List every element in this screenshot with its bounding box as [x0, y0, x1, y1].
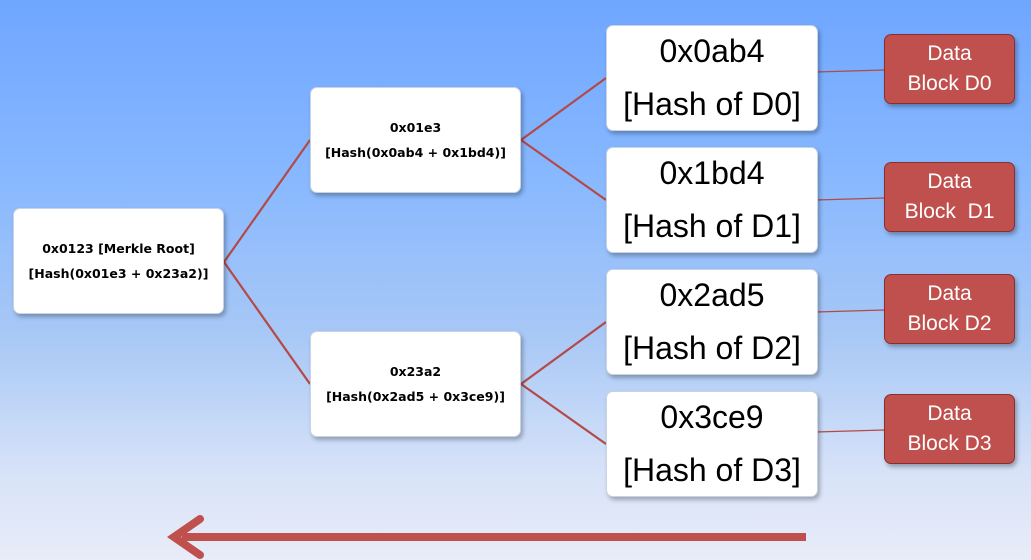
- intermediate-node-0x23a2: 0x23a2 [Hash(0x2ad5 + 0x3ce9)]: [310, 331, 521, 437]
- leaf-hash: 0x1bd4: [659, 155, 765, 191]
- data-block-line1: Data: [927, 402, 972, 425]
- connector-root-to-0x01e3: [223, 139, 311, 263]
- leaf-hash: 0x0ab4: [659, 33, 765, 69]
- leaf-node-0x1bd4: 0x1bd4 [Hash of D1]: [606, 147, 818, 253]
- leaf-node-0x0ab4: 0x0ab4 [Hash of D0]: [606, 25, 818, 131]
- data-block-d0: Data Block D0: [884, 34, 1015, 104]
- merkle-root-node: 0x0123 [Merkle Root] [Hash(0x01e3 + 0x23…: [13, 208, 224, 314]
- connector-0x01e3-to-0x0ab4: [520, 77, 607, 141]
- intermediate-node-0x01e3: 0x01e3 [Hash(0x0ab4 + 0x1bd4)]: [310, 87, 521, 193]
- merkle-root-hash: 0x0123 [Merkle Root]: [42, 241, 195, 256]
- data-block-line1: Data: [927, 282, 972, 305]
- data-block-d1: Data Block D1: [884, 162, 1015, 232]
- leaf-node-0x2ad5: 0x2ad5 [Hash of D2]: [606, 269, 818, 375]
- data-block-d2: Data Block D2: [884, 274, 1015, 344]
- intermediate-formula: [Hash(0x0ab4 + 0x1bd4)]: [325, 145, 506, 160]
- leaf-hash: 0x2ad5: [659, 277, 765, 313]
- data-block-line2: Block D2: [907, 312, 992, 335]
- data-block-line1: Data: [927, 170, 972, 193]
- connector-root-to-0x23a2: [223, 261, 311, 385]
- leaf-hash: 0x3ce9: [660, 399, 764, 435]
- intermediate-hash: 0x01e3: [389, 120, 442, 135]
- connector-0x01e3-to-0x1bd4: [520, 139, 607, 201]
- arrow-d1-to-leaf: [816, 198, 885, 200]
- leaf-label: [Hash of D2]: [623, 330, 801, 366]
- intermediate-hash: 0x23a2: [389, 364, 442, 379]
- connector-0x23a2-to-0x2ad5: [520, 321, 607, 385]
- data-block-line2: Block D1: [904, 200, 995, 223]
- leaf-label: [Hash of D0]: [623, 86, 801, 122]
- merkle-root-formula: [Hash(0x01e3 + 0x23a2)]: [28, 266, 209, 281]
- connector-0x23a2-to-0x3ce9: [520, 383, 607, 445]
- data-block-d3: Data Block D3: [884, 394, 1015, 464]
- arrow-d2-to-leaf: [816, 310, 885, 312]
- data-block-line1: Data: [927, 42, 972, 65]
- leaf-label: [Hash of D3]: [623, 452, 801, 488]
- arrow-d3-to-leaf: [816, 430, 885, 432]
- leaf-label: [Hash of D1]: [623, 208, 801, 244]
- leaf-node-0x3ce9: 0x3ce9 [Hash of D3]: [606, 391, 818, 497]
- data-block-line2: Block D0: [907, 72, 992, 95]
- intermediate-formula: [Hash(0x2ad5 + 0x3ce9)]: [326, 389, 505, 404]
- data-block-line2: Block D3: [907, 432, 992, 455]
- arrow-d0-to-leaf: [816, 70, 885, 72]
- flow-arrow-left: [166, 515, 806, 559]
